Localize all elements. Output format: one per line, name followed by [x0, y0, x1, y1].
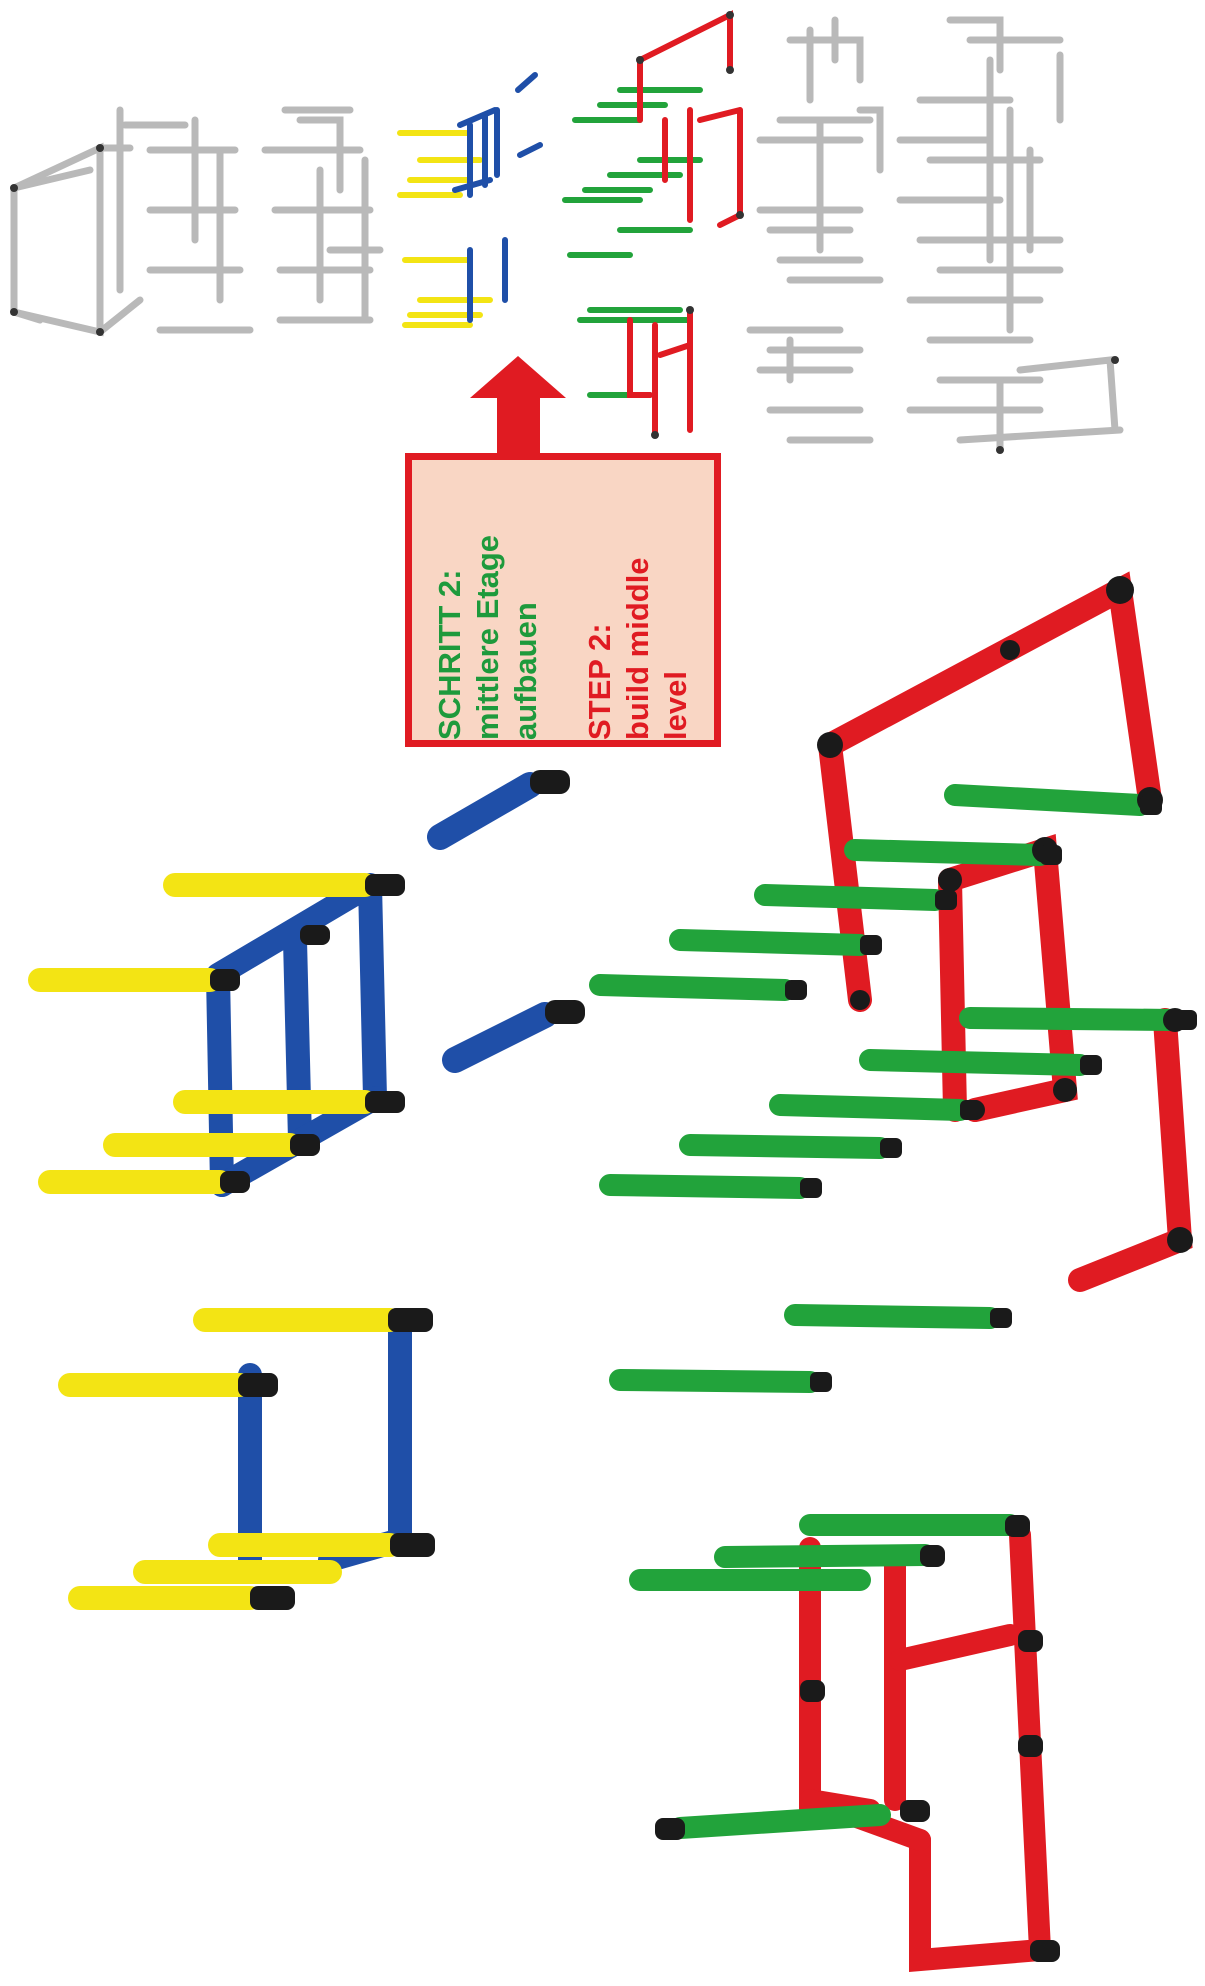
step-title-de: SCHRITT 2:: [432, 569, 467, 741]
overview-model: [10, 10, 1124, 454]
blue-elbows: [427, 772, 558, 1073]
detailed-model: [28, 571, 1197, 1972]
connectors-upper: [785, 576, 1197, 1392]
overview-grey-frame-left: [10, 106, 384, 337]
connectors-lower: [655, 1515, 1060, 1962]
step-desc-de-line1: mittlere Etage: [470, 534, 505, 740]
step-desc-en-line2: level: [658, 671, 693, 740]
green-red-lower: [629, 1514, 1052, 1972]
step-title-en: STEP 2:: [582, 623, 617, 740]
step-desc-en-line1: build middle: [620, 557, 655, 740]
green-rods-upper: [589, 784, 1186, 1393]
overview-yellow-blue: [397, 72, 543, 328]
up-arrow-icon: [470, 356, 566, 455]
connectors-yb-lower: [238, 1308, 435, 1610]
overview-green-red: [562, 10, 743, 438]
red-frame-upper: [818, 571, 1193, 1292]
overview-grey-right: [746, 16, 1124, 454]
step-desc-de-line2: aufbauen: [508, 602, 543, 740]
yellow-blue-lower: [58, 1308, 412, 1610]
connectors-yb-upper: [210, 874, 405, 1193]
overview-connectors: [10, 11, 1119, 454]
step-callout-box: SCHRITT 2: mittlere Etage aufbauen STEP …: [405, 453, 721, 747]
step-callout-text: SCHRITT 2: mittlere Etage aufbauen STEP …: [431, 460, 695, 740]
